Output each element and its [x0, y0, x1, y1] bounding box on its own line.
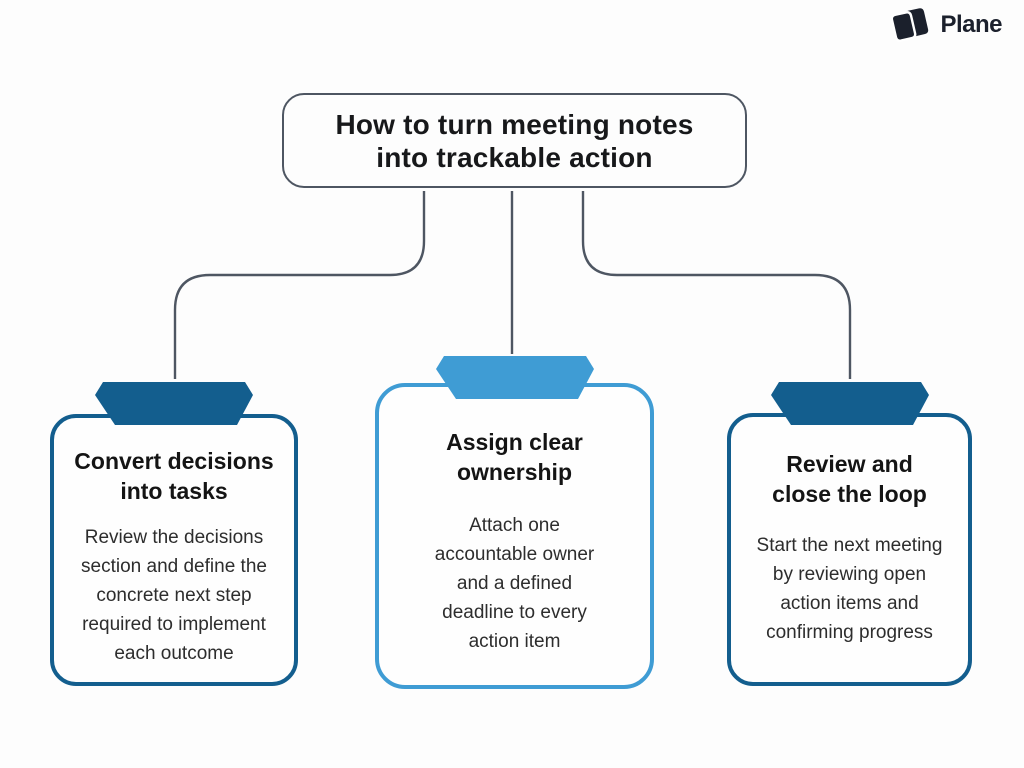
plane-logo-icon [891, 8, 929, 42]
plane-logo: Plane [889, 8, 1002, 42]
card-review-loop: Review and close the loop Start the next… [727, 382, 972, 686]
card-body: Attach one accountable owner and a defin… [434, 515, 595, 652]
card-heading: Review and close the loop [772, 451, 927, 507]
connector-left [173, 191, 426, 379]
card-convert-decisions: Convert decisions into tasks Review the … [50, 382, 298, 686]
card-body: Start the next meeting by reviewing open… [756, 535, 943, 643]
card-heading: Assign clear ownership [446, 429, 583, 485]
card-tab-icon [95, 382, 253, 425]
card-tab-icon [435, 356, 594, 399]
card-tab-icon [770, 382, 929, 425]
card-heading: Convert decisions into tasks [74, 448, 274, 504]
title-box: How to turn meeting notes into trackable… [282, 93, 747, 188]
plane-logo-text: Plane [940, 11, 1002, 38]
page-title: How to turn meeting notes into trackable… [335, 108, 694, 173]
card-assign-ownership: Assign clear ownership Attach one accoun… [375, 356, 654, 689]
connector-right [581, 191, 852, 379]
card-body: Review the decisions section and define … [81, 527, 267, 664]
